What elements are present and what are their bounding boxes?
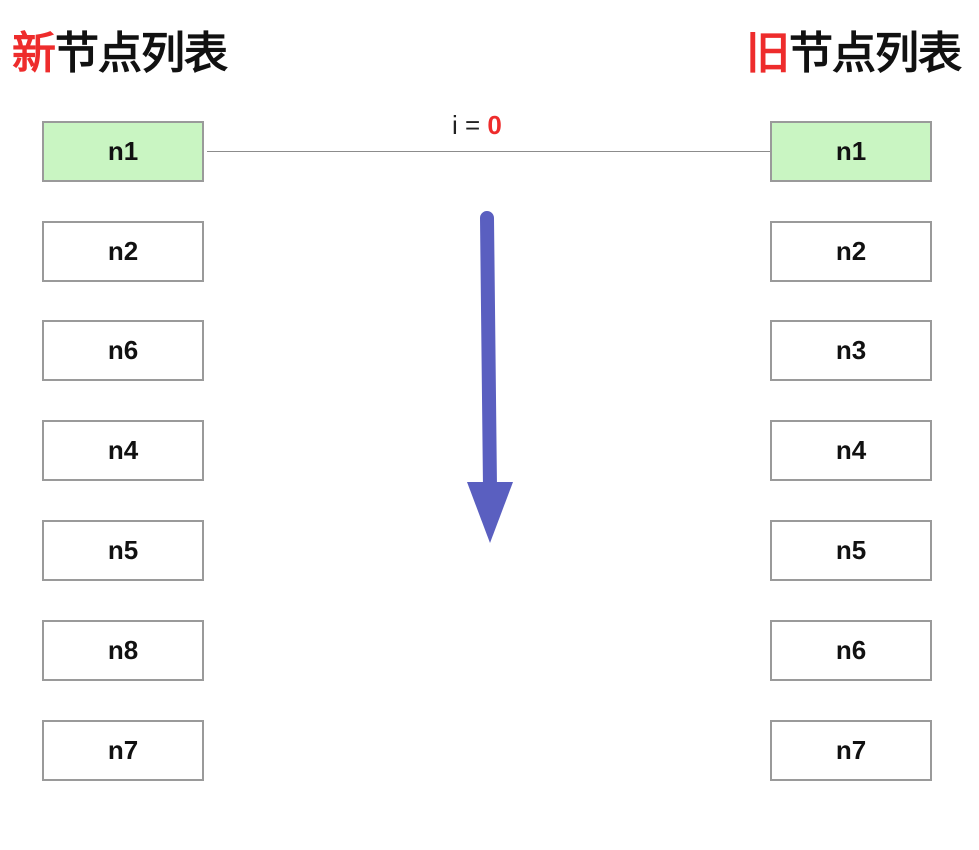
- index-label-value: 0: [487, 110, 502, 140]
- old-list-title: 旧节点列表: [746, 26, 962, 82]
- old-list-title-text: 节点列表: [789, 28, 962, 79]
- new-node-7: n7: [42, 720, 204, 781]
- old-node-2: n2: [770, 221, 932, 282]
- down-arrow-head: [467, 482, 513, 543]
- down-arrow-shaft: [480, 211, 497, 495]
- old-node-4: n4: [770, 420, 932, 481]
- new-node-5: n5: [42, 520, 204, 581]
- new-node-2: n2: [42, 221, 204, 282]
- new-list-title-accent: 新: [12, 28, 56, 79]
- new-node-4: n4: [42, 420, 204, 481]
- new-list-title-text: 节点列表: [55, 28, 228, 79]
- old-node-6: n6: [770, 620, 932, 681]
- new-node-3: n6: [42, 320, 204, 381]
- old-node-5: n5: [770, 520, 932, 581]
- new-list-title: 新节点列表: [12, 26, 228, 82]
- new-node-1: n1: [42, 121, 204, 182]
- old-node-7: n7: [770, 720, 932, 781]
- index-label-prefix: i =: [452, 110, 488, 140]
- old-list-title-accent: 旧: [746, 28, 790, 79]
- new-node-6: n8: [42, 620, 204, 681]
- index-label: i = 0: [452, 110, 502, 141]
- match-connector-line: [207, 151, 770, 152]
- old-node-3: n3: [770, 320, 932, 381]
- old-node-1: n1: [770, 121, 932, 182]
